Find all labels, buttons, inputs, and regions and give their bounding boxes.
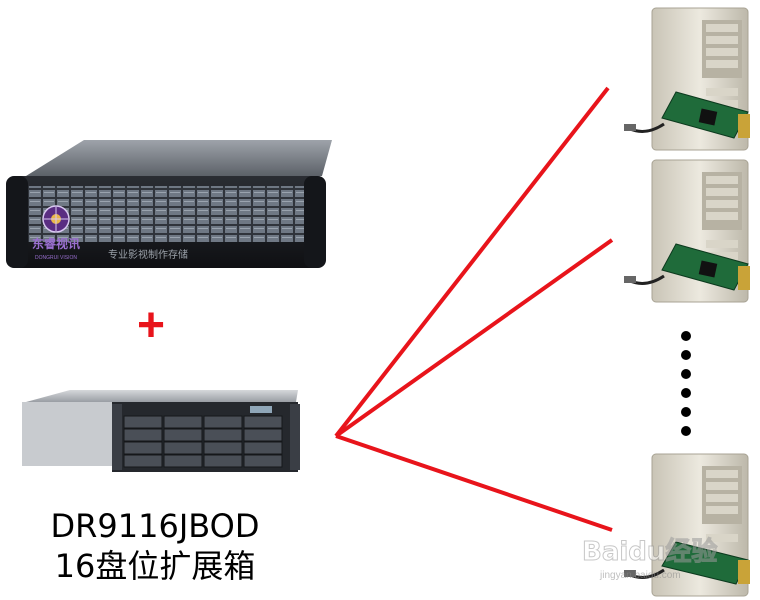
raid-card-icon (624, 541, 750, 585)
baidu-watermark: Baidu经验 jingyan.baidu.com (582, 536, 718, 582)
jbod-top-panel (26, 390, 298, 402)
connection-line-2 (334, 238, 614, 438)
server-brand-cn: 东睿视讯 (32, 236, 80, 251)
raid-card-icon (624, 91, 750, 139)
watermark-subtext: jingyan.baidu.com (599, 570, 681, 581)
server-brand-en: DONGRUI VISION (35, 255, 77, 261)
raid-card-icon (624, 243, 750, 291)
workstation-2 (624, 159, 750, 303)
server-logo-icon (42, 205, 70, 233)
jbod-description-label: 16盘位扩展箱 (54, 547, 256, 585)
workstation-1 (624, 7, 750, 151)
ellipsis-dots (681, 331, 691, 436)
connection-lines (334, 86, 614, 532)
jbod-chassis (22, 390, 300, 472)
jbod-side-panel (22, 402, 114, 466)
workstation-n (624, 453, 750, 597)
plus-sign: + (137, 299, 166, 352)
jbod-lcd-display (250, 406, 272, 413)
storage-server: 东睿视讯 DONGRUI VISION 专业影视制作存储 (6, 140, 332, 268)
jbod-drive-bays (123, 415, 283, 468)
server-tagline: 专业影视制作存储 (108, 248, 188, 261)
connection-line-3 (335, 434, 613, 532)
connection-line-1 (334, 86, 610, 438)
jbod-model-label: DR9116JBOD (50, 507, 260, 545)
server-drive-bays (28, 186, 304, 242)
server-top-panel (26, 140, 332, 176)
watermark-text: Baidu经验 (582, 536, 717, 567)
